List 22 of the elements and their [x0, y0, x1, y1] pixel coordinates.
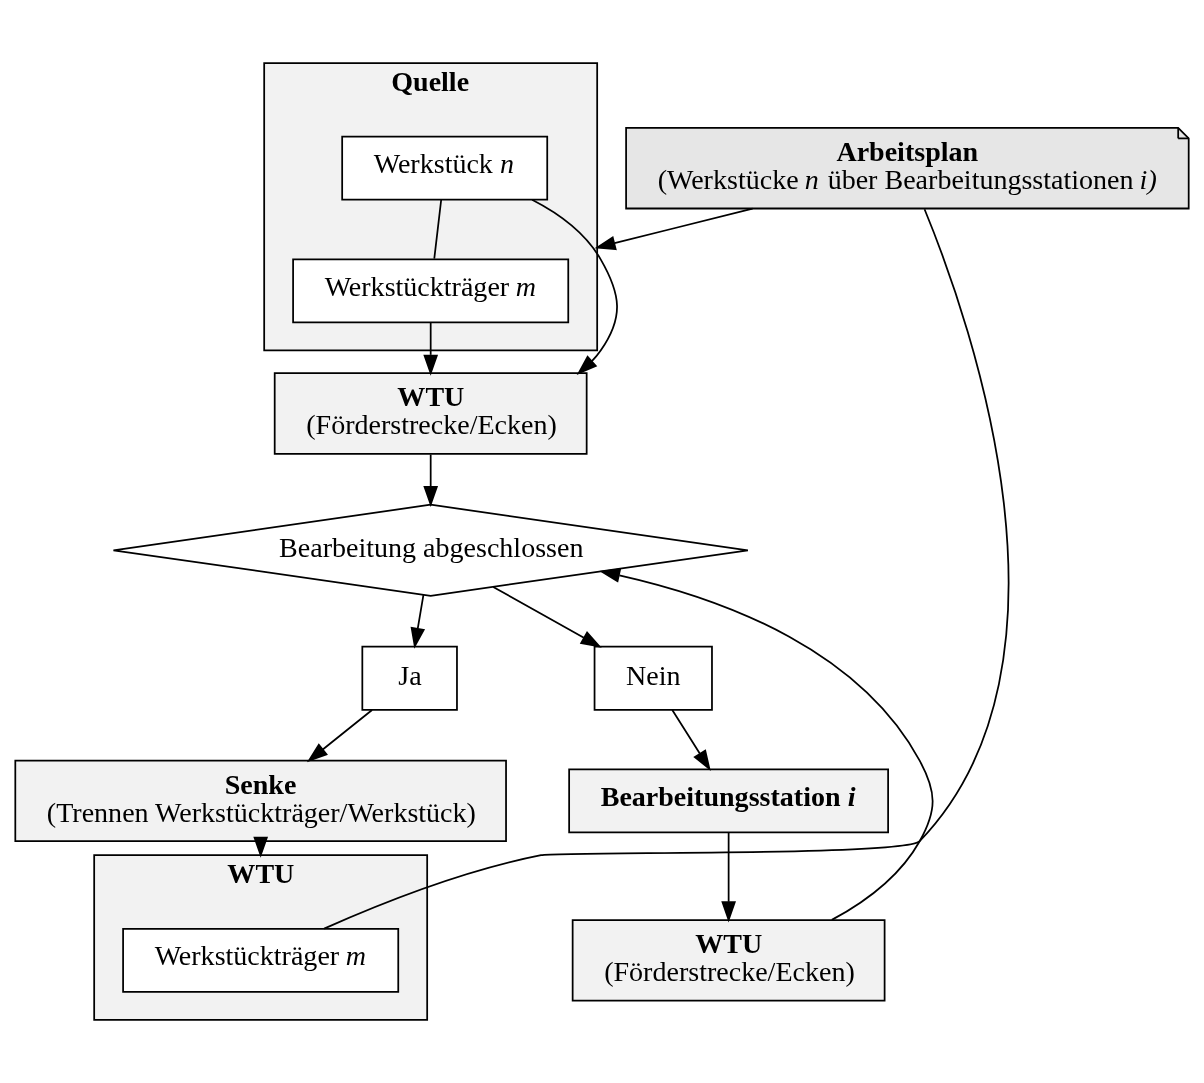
- node-box: Werkstückträger m: [292, 258, 570, 324]
- arrow: [531, 198, 618, 375]
- connector: [323, 208, 1010, 930]
- node-box: Bearbeitungsstation i: [568, 768, 889, 834]
- arrow: [721, 831, 736, 923]
- node-box: Ja: [361, 645, 458, 711]
- node-box: WTU (Förderstrecke/Ecken): [571, 919, 886, 1002]
- arrow: [410, 593, 426, 649]
- node-box: Nein: [593, 645, 713, 711]
- arrow: [423, 453, 439, 508]
- node-diamond: Bearbeitung abgeschlossen: [112, 503, 749, 597]
- arrow: [306, 709, 373, 763]
- node-box: Werkstückträger m: [122, 927, 400, 993]
- node-box: WTU (Förderstrecke/Ecken): [273, 372, 588, 455]
- arrow: [599, 568, 934, 921]
- arrow: [671, 709, 711, 771]
- arrow: [492, 586, 602, 648]
- connector: [433, 199, 443, 260]
- node-box: Werkstück n: [341, 135, 549, 201]
- arrow: [253, 836, 269, 858]
- arrow: [423, 321, 439, 376]
- arrow: [594, 207, 754, 251]
